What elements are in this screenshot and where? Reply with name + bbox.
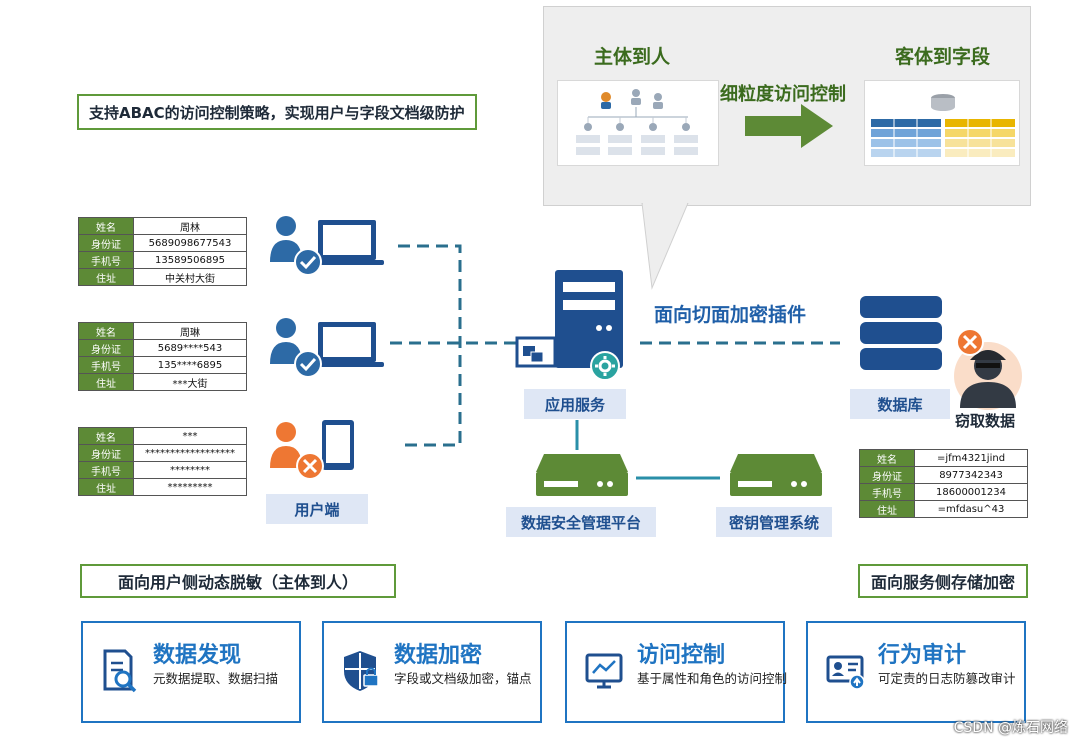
feature-card-access-control: 访问控制 基于属性和角色的访问控制 xyxy=(565,621,788,723)
table-value: ****************** xyxy=(133,444,247,462)
abac-heading: 支持ABAC的访问控制策略，实现用户与字段文档级防护 xyxy=(77,94,477,130)
csdn-watermark: CSDN @炼石网络 xyxy=(953,720,1068,736)
app-service-label: 应用服务 xyxy=(524,389,626,419)
service-side-encryption-heading: 面向服务侧存储加密 xyxy=(858,564,1028,598)
feature-title: 数据发现 xyxy=(153,643,242,668)
table-row: 住址********* xyxy=(78,478,247,496)
subject-to-person-title: 主体到人 xyxy=(594,46,671,68)
table-key: 手机号 xyxy=(78,356,134,374)
id-card-upload-icon xyxy=(826,655,865,690)
dsm-server-icon xyxy=(536,454,628,496)
table-value: 周琳 xyxy=(133,322,247,340)
document-search-icon xyxy=(103,649,137,693)
database-icon xyxy=(860,296,942,370)
callout-tail xyxy=(641,203,689,290)
feature-title: 数据加密 xyxy=(394,643,483,668)
table-key: 姓名 xyxy=(78,322,134,340)
feature-description: 元数据提取、数据扫描 xyxy=(153,671,279,686)
table-key: 手机号 xyxy=(78,251,134,269)
feature-card-behavior-audit: 行为审计 可定责的日志防篡改审计 xyxy=(806,621,1026,723)
table-value: 135****6895 xyxy=(133,356,247,374)
table-value: ***大街 xyxy=(133,373,247,391)
feature-card-data-encryption: 数据加密 字段或文档级加密，锚点 xyxy=(322,621,542,723)
steal-data-label: 窃取数据 xyxy=(955,412,1016,430)
table-value: *** xyxy=(133,427,247,445)
aspect-encryption-plugin-label: 面向切面加密插件 xyxy=(654,304,807,326)
table-key: 住址 xyxy=(859,500,915,518)
user-laptop-verified-icon xyxy=(270,216,384,276)
object-to-field-title: 客体到字段 xyxy=(895,46,991,68)
client-label: 用户端 xyxy=(266,494,368,524)
field-table-thumbnail xyxy=(864,80,1020,166)
app-server-icon xyxy=(515,270,623,380)
table-row: 身份证****************** xyxy=(78,444,247,462)
feature-title: 行为审计 xyxy=(878,643,967,668)
table-value: =mfdasu^43 xyxy=(914,500,1028,518)
table-row: 住址***大街 xyxy=(78,373,247,391)
table-key: 住址 xyxy=(78,373,134,391)
feature-description: 基于属性和角色的访问控制 xyxy=(637,671,788,686)
feature-description: 字段或文档级加密，锚点 xyxy=(394,671,532,686)
table-key: 住址 xyxy=(78,478,134,496)
table-value: 5689****543 xyxy=(133,339,247,357)
user-laptop-verified-icon xyxy=(270,318,384,378)
database-label: 数据库 xyxy=(850,389,950,419)
table-value: ********* xyxy=(133,478,247,496)
table-row: 姓名=jfm4321jind xyxy=(859,449,1028,467)
dsm-platform-label: 数据安全管理平台 xyxy=(506,507,656,537)
monitor-chart-icon xyxy=(585,653,623,689)
hacker-icon xyxy=(954,328,1022,410)
shield-lock-icon xyxy=(344,651,379,691)
kms-label: 密钥管理系统 xyxy=(716,507,832,537)
table-value: 5689098677543 xyxy=(133,234,247,252)
table-key: 姓名 xyxy=(78,217,134,235)
table-row: 住址=mfdasu^43 xyxy=(859,500,1028,518)
user-table-full-mask: 姓名*** 身份证****************** 手机号******** … xyxy=(78,427,247,496)
feature-description: 可定责的日志防篡改审计 xyxy=(878,671,1016,686)
user-side-masking-heading: 面向用户侧动态脱敏（主体到人） xyxy=(80,564,396,598)
table-key: 身份证 xyxy=(859,466,915,484)
kms-server-icon xyxy=(730,454,822,496)
table-key: 身份证 xyxy=(78,234,134,252)
table-row: 住址中关村大街 xyxy=(78,268,247,286)
table-row: 姓名周琳 xyxy=(78,322,247,340)
fine-grained-label: 细粒度访问控制 xyxy=(720,84,846,105)
feature-card-data-discovery: 数据发现 元数据提取、数据扫描 xyxy=(81,621,301,723)
table-key: 手机号 xyxy=(859,483,915,501)
org-chart-thumbnail xyxy=(557,80,719,166)
table-key: 姓名 xyxy=(859,449,915,467)
table-value: 8977342343 xyxy=(914,466,1028,484)
table-value: 13589506895 xyxy=(133,251,247,269)
table-value: ******** xyxy=(133,461,247,479)
table-value: 中关村大街 xyxy=(133,268,247,286)
table-row: 手机号******** xyxy=(78,461,247,479)
table-key: 身份证 xyxy=(78,444,134,462)
green-arrow-icon xyxy=(745,104,833,148)
user-mobile-denied-icon xyxy=(270,420,354,480)
feature-title: 访问控制 xyxy=(637,643,726,668)
table-value: =jfm4321jind xyxy=(914,449,1028,467)
table-row: 姓名*** xyxy=(78,427,247,445)
table-value: 18600001234 xyxy=(914,483,1028,501)
